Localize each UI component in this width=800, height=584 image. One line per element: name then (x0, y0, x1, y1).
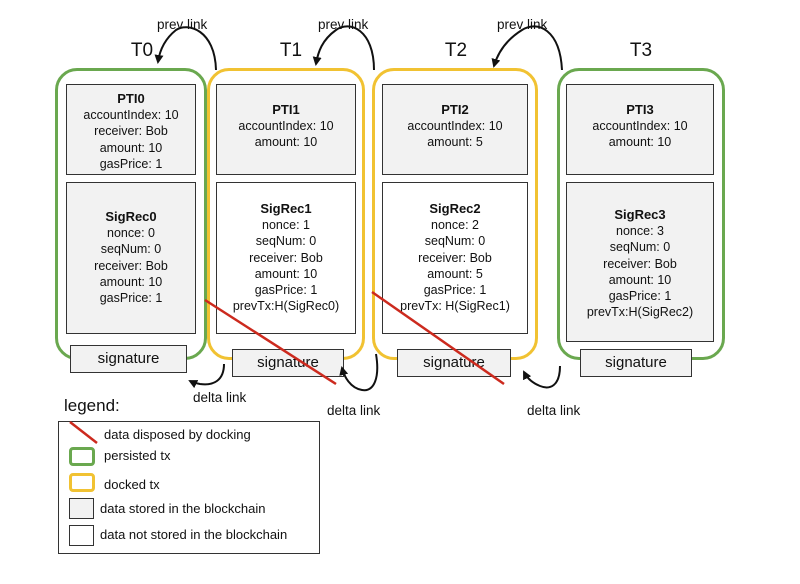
legend-item-disposed: data disposed by docking (104, 427, 251, 442)
sigrec-field: nonce: 2 (431, 218, 479, 233)
pti-field: receiver: Bob (94, 124, 168, 139)
pti-field: amount: 5 (427, 135, 483, 150)
pti-title: PTI2 (441, 102, 469, 117)
pti-box-t2: PTI2 accountIndex: 10 amount: 5 (382, 84, 528, 175)
sigrec-box-t2: SigRec2 nonce: 2 seqNum: 0 receiver: Bob… (382, 182, 528, 334)
pti-title: PTI0 (117, 91, 145, 106)
signature-box-t3: signature (580, 349, 692, 377)
disposal-slash-t1 (204, 298, 337, 386)
sigrec-field: amount: 5 (427, 266, 483, 281)
tx-title-t1: T1 (279, 40, 303, 61)
sigrec-box-t3: SigRec3 nonce: 3 seqNum: 0 receiver: Bob… (566, 182, 714, 342)
legend-swatch-stored (69, 498, 94, 519)
delta-link-arrow-3 (523, 365, 561, 389)
signature-box-t2: signature (397, 349, 511, 377)
legend-item-persisted: persisted tx (104, 448, 171, 463)
pti-field: amount: 10 (254, 135, 318, 150)
sigrec-field: nonce: 0 (107, 226, 155, 241)
tx-title-t2: T2 (444, 40, 468, 61)
legend-swatch-docked (69, 473, 95, 492)
sigrec-title: SigRec3 (614, 207, 666, 222)
legend-item-stored: data stored in the blockchain (100, 501, 266, 516)
legend-swatch-persisted (69, 447, 95, 466)
pti-field: gasPrice: 1 (99, 156, 163, 171)
sigrec-field: gasPrice: 1 (99, 291, 163, 306)
pti-box-t3: PTI3 accountIndex: 10 amount: 10 (566, 84, 714, 175)
sigrec-field: prevTx: H(SigRec1) (400, 299, 510, 314)
pti-field: accountIndex: 10 (238, 119, 334, 134)
delta-link-label-1: delta link (193, 390, 247, 405)
pti-field: accountIndex: 10 (592, 119, 688, 134)
sigrec-field: seqNum: 0 (100, 242, 162, 257)
pti-field: accountIndex: 10 (83, 108, 179, 123)
pti-field: amount: 10 (608, 135, 672, 150)
legend-title: legend: (64, 396, 120, 415)
sigrec-field: seqNum: 0 (424, 234, 486, 249)
delta-link-label-3: delta link (527, 403, 581, 418)
prev-link-arrow-2 (312, 25, 375, 71)
tx-title-t0: T0 (130, 40, 154, 61)
sigrec-field: seqNum: 0 (609, 240, 671, 255)
legend-item-not-stored: data not stored in the blockchain (100, 527, 288, 542)
pti-field: accountIndex: 10 (407, 119, 503, 134)
legend-box (58, 421, 320, 554)
sigrec-field: gasPrice: 1 (608, 289, 672, 304)
sigrec-field: seqNum: 0 (255, 234, 317, 249)
pti-title: PTI1 (272, 102, 300, 117)
sigrec-field: receiver: Bob (603, 256, 677, 271)
sigrec-field: amount: 10 (608, 272, 672, 287)
sigrec-field: nonce: 3 (616, 224, 664, 239)
sigrec-field: receiver: Bob (249, 250, 323, 265)
prev-link-label-3: prev link (497, 17, 548, 32)
pti-box-t0: PTI0 accountIndex: 10 receiver: Bob amou… (66, 84, 196, 175)
delta-link-label-2: delta link (327, 403, 381, 418)
sigrec-field: receiver: Bob (94, 258, 168, 273)
legend-swatch-not-stored (69, 525, 94, 546)
pti-title: PTI3 (626, 102, 654, 117)
sigrec-box-t0: SigRec0 nonce: 0 seqNum: 0 receiver: Bob… (66, 182, 196, 334)
prev-link-arrow-1 (154, 26, 217, 71)
pti-field: amount: 10 (99, 140, 163, 155)
sigrec-field: amount: 10 (99, 274, 163, 289)
sigrec-field: receiver: Bob (418, 250, 492, 265)
sigrec-field: nonce: 1 (262, 218, 310, 233)
disposal-slash-t2 (371, 290, 505, 386)
prev-link-arrow-3 (491, 25, 563, 71)
sigrec-field: gasPrice: 1 (423, 283, 487, 298)
pti-box-t1: PTI1 accountIndex: 10 amount: 10 (216, 84, 356, 175)
signature-box-t0: signature (70, 345, 187, 373)
delta-link-arrow-1 (188, 363, 225, 389)
sigrec-box-t1: SigRec1 nonce: 1 seqNum: 0 receiver: Bob… (216, 182, 356, 334)
sigrec-field: amount: 10 (254, 266, 318, 281)
legend-item-docked: docked tx (104, 477, 160, 492)
sigrec-field: prevTx:H(SigRec2) (586, 305, 694, 320)
sigrec-title: SigRec2 (429, 201, 481, 216)
sigrec-title: SigRec1 (260, 201, 312, 216)
tx-title-t3: T3 (629, 40, 653, 61)
sigrec-title: SigRec0 (105, 209, 157, 224)
delta-link-arrow-2 (339, 353, 379, 392)
sigrec-field: prevTx:H(SigRec0) (232, 299, 340, 314)
sigrec-field: gasPrice: 1 (254, 283, 318, 298)
